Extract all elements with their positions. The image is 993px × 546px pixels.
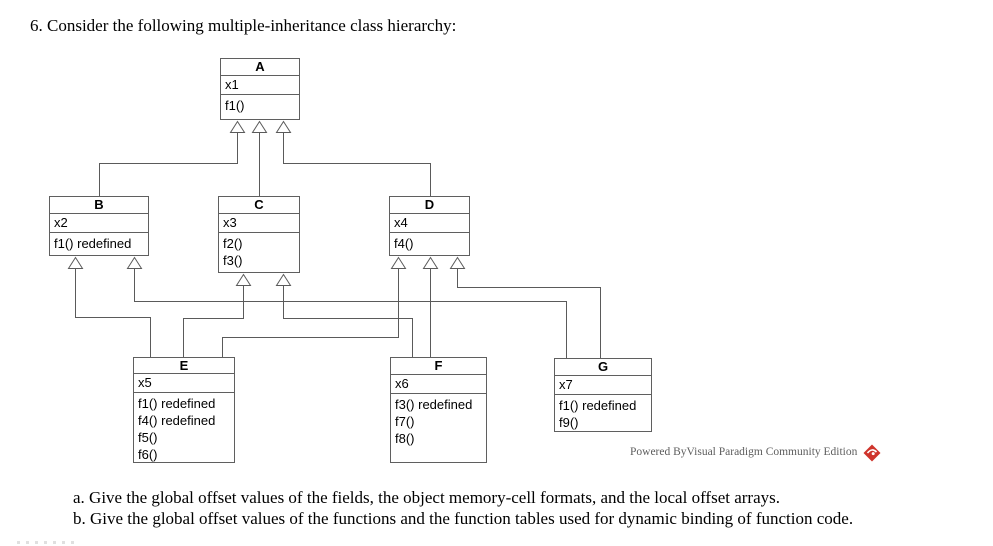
class-name: F bbox=[434, 358, 443, 373]
class-method: f3() redefined bbox=[395, 397, 473, 412]
edge-D-A bbox=[283, 133, 431, 196]
generalization-arrow-D-3 bbox=[449, 256, 466, 269]
class-field: x4 bbox=[390, 213, 469, 232]
generalization-arrow-B-1 bbox=[67, 256, 84, 269]
class-method: f8() bbox=[395, 431, 415, 446]
class-field: x3 bbox=[219, 213, 299, 232]
class-method: f1() redefined bbox=[138, 396, 216, 411]
generalization-arrow-A-1 bbox=[229, 120, 246, 133]
class-method: f1() redefined bbox=[559, 398, 637, 413]
class-method: f1() redefined bbox=[54, 236, 132, 251]
class-field: x5 bbox=[134, 373, 234, 392]
class-method: f7() bbox=[395, 414, 415, 429]
class-box-c: C x3 f2() f3() bbox=[218, 196, 300, 273]
generalization-arrow-D-1 bbox=[390, 256, 407, 269]
class-field: x1 bbox=[221, 75, 299, 94]
class-method: f2() bbox=[223, 236, 243, 251]
class-box-b: B x2 f1() redefined bbox=[49, 196, 149, 256]
edge-E-D bbox=[222, 269, 399, 357]
generalization-arrow-B-2 bbox=[126, 256, 143, 269]
page-title: 6. Consider the following multiple-inher… bbox=[30, 16, 457, 35]
edge-F-C bbox=[283, 286, 413, 357]
class-method: f1() bbox=[225, 98, 245, 113]
watermark-text: Powered ByVisual Paradigm Community Edit… bbox=[630, 446, 858, 458]
class-box-d: D x4 f4() bbox=[389, 196, 470, 256]
edge-E-C bbox=[183, 286, 244, 357]
generalization-arrow-A-3 bbox=[275, 120, 292, 133]
class-name: D bbox=[424, 197, 435, 212]
edge-G-D bbox=[457, 269, 601, 358]
question-a: a. Give the global offset values of the … bbox=[73, 488, 780, 507]
class-name: G bbox=[597, 359, 609, 374]
edge-E-B bbox=[75, 269, 151, 357]
class-name: E bbox=[179, 358, 189, 373]
class-method: f3() bbox=[223, 253, 243, 268]
class-name: B bbox=[94, 197, 104, 212]
generalization-arrow-C-1 bbox=[235, 273, 252, 286]
question-b: b. Give the global offset values of the … bbox=[73, 509, 854, 528]
class-field: x7 bbox=[555, 375, 651, 394]
class-box-g: G x7 f1() redefined f9() bbox=[554, 358, 652, 432]
class-method: f4() bbox=[394, 236, 414, 251]
class-method: f5() bbox=[138, 430, 158, 445]
edge-B-A bbox=[99, 133, 238, 196]
generalization-arrow-C-2 bbox=[275, 273, 292, 286]
class-box-a: A x1 f1() bbox=[220, 58, 300, 120]
generalization-arrow-D-2 bbox=[422, 256, 439, 269]
visual-paradigm-logo-icon bbox=[863, 444, 881, 462]
class-name: C bbox=[254, 197, 264, 212]
class-box-f: F x6 f3() redefined f7() f8() bbox=[390, 357, 487, 463]
class-field: x2 bbox=[50, 213, 148, 232]
class-method: f4() redefined bbox=[138, 413, 216, 428]
class-method: f9() bbox=[559, 415, 579, 430]
class-box-e: E x5 f1() redefined f4() redefined f5() … bbox=[133, 357, 235, 463]
question-list: a. Give the global offset values of the … bbox=[73, 487, 853, 529]
class-field: x6 bbox=[391, 374, 486, 393]
edge-G-B bbox=[134, 269, 567, 358]
class-name: A bbox=[255, 59, 265, 74]
generalization-arrow-A-2 bbox=[251, 120, 268, 133]
clipped-text-fragment bbox=[17, 541, 77, 544]
class-method: f6() bbox=[138, 447, 158, 462]
